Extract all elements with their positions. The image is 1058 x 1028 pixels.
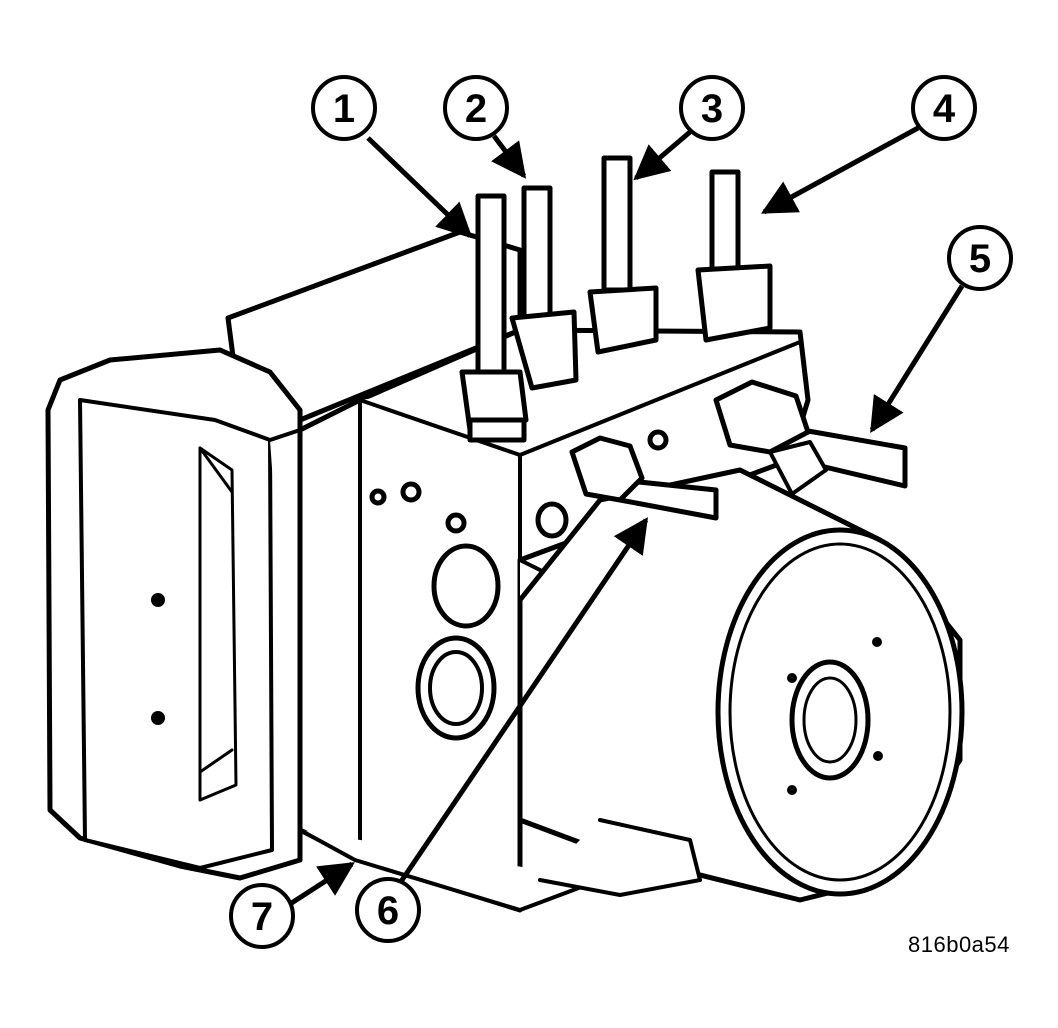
callout-7-label: 7 <box>251 895 273 939</box>
brake-line-5 <box>713 379 908 496</box>
callout-3-label: 3 <box>701 87 723 131</box>
callout-1-label: 1 <box>333 87 355 131</box>
leader-arrow-6 <box>395 517 649 888</box>
callout-3: 3 <box>679 75 745 141</box>
leader-arrow-3 <box>633 130 692 181</box>
pump-motor <box>517 467 965 903</box>
leader-arrow-2 <box>491 134 527 179</box>
brake-line-6 <box>569 435 719 521</box>
brake-line-3 <box>587 155 659 355</box>
callout-6: 6 <box>355 877 421 943</box>
brake-line-1 <box>459 193 529 443</box>
leader-arrow-1 <box>366 136 473 239</box>
figure-reference-code: 816b0a54 <box>908 932 1010 957</box>
callout-4: 4 <box>911 75 977 141</box>
callout-2-label: 2 <box>465 87 487 131</box>
leader-arrow-7 <box>288 861 355 907</box>
callout-6-label: 6 <box>377 889 399 933</box>
brake-line-4 <box>695 169 773 343</box>
callout-5: 5 <box>947 225 1013 291</box>
callout-4-label: 4 <box>933 87 956 131</box>
brake-line-2 <box>509 185 579 391</box>
leader-arrow-5 <box>869 284 965 433</box>
callout-7: 7 <box>229 883 295 949</box>
leader-arrow-4 <box>760 125 920 215</box>
callout-5-label: 5 <box>969 237 991 281</box>
callout-1: 1 <box>311 75 377 141</box>
controller-module <box>45 229 523 881</box>
callout-2: 2 <box>443 75 509 141</box>
